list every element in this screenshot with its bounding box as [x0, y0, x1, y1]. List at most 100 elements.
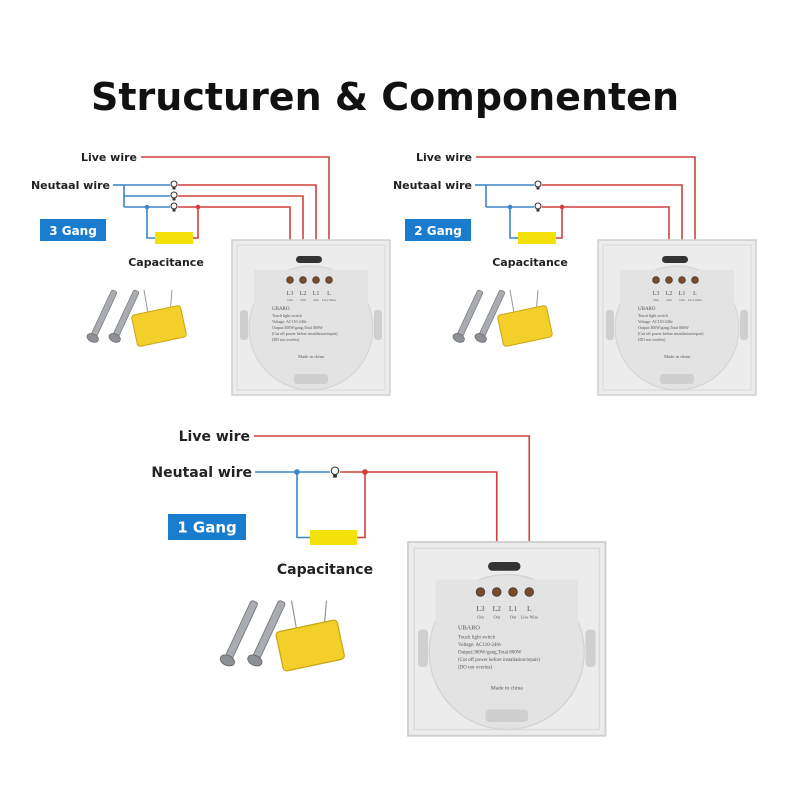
- capacitor-component: [131, 289, 187, 347]
- screw-icon: [219, 600, 258, 667]
- terminal-label: L2: [300, 291, 307, 297]
- spec-line: Output:300W/gang,Total 800W: [638, 325, 689, 331]
- made-in-label: Made in china: [664, 354, 690, 359]
- spec-line: Voltage: AC110-240v: [458, 643, 502, 648]
- gang-label: 3 Gang: [49, 224, 97, 238]
- screw-icon: [474, 289, 506, 343]
- live-wire-label: Live wire: [81, 151, 137, 164]
- terminal-screw: [475, 587, 486, 597]
- gang-label: 1 Gang: [177, 519, 237, 537]
- brand-label: UBARO: [638, 307, 656, 312]
- junction-dot: [507, 204, 513, 210]
- terminal-sublabel: Out: [300, 298, 305, 302]
- live-wire: [141, 156, 330, 280]
- terminal-label: L3: [287, 291, 294, 297]
- capacitor-symbol: [155, 232, 193, 244]
- spec-line: Output:300W/gang,Total 800W: [272, 325, 323, 331]
- terminal-screw: [652, 276, 660, 284]
- screw-icon: [108, 289, 140, 343]
- capacitor-symbol: [310, 530, 357, 545]
- gang-badge: [168, 514, 246, 540]
- made-in-label: Made in china: [491, 686, 524, 692]
- spec-line: Touch light switch: [638, 313, 668, 318]
- terminal-screw: [299, 276, 307, 284]
- terminal-label: L3: [476, 604, 485, 613]
- terminal-label: L: [527, 604, 532, 613]
- terminal-sublabel: Out: [653, 298, 658, 302]
- screws-and-capacitor: [219, 600, 345, 672]
- junction-dot: [144, 204, 150, 210]
- terminal-screw: [508, 587, 518, 597]
- capacitor-symbol: [518, 232, 556, 244]
- bulb-icon: [170, 180, 178, 190]
- live-wire: [476, 156, 696, 280]
- capacitance-label: Capacitance: [277, 562, 373, 578]
- terminal-screw: [312, 276, 320, 284]
- spec-line: Voltage: AC110-240v: [638, 319, 673, 324]
- spec-line: (DO not overlea): [272, 337, 300, 342]
- terminal-label: L1: [313, 291, 320, 297]
- screw-icon: [452, 289, 484, 343]
- made-in-label: Made in china: [298, 354, 324, 359]
- terminal-label: L1: [679, 291, 686, 297]
- terminal-label: L2: [493, 604, 502, 613]
- neutral-wire-label: Neutaal wire: [393, 179, 472, 192]
- terminal-sublabel: Out: [679, 298, 684, 302]
- terminal-sublabel: Out: [477, 614, 484, 619]
- terminal-screw: [524, 587, 534, 597]
- bulb-icon: [534, 180, 542, 190]
- terminal-screw: [691, 276, 699, 284]
- spec-line: Touch light switch: [272, 313, 302, 318]
- terminal-screw: [286, 276, 294, 284]
- bulb-icon: [534, 202, 542, 212]
- junction-dot: [195, 204, 201, 210]
- bulb-icon: [330, 466, 340, 478]
- capacitance-label: Capacitance: [128, 256, 204, 269]
- terminal-sublabel: Out: [313, 298, 318, 302]
- junction-dot: [559, 204, 565, 210]
- live-wire: [254, 435, 531, 592]
- spec-line: (DO not overlea): [638, 337, 666, 342]
- neutral-wire-label: Neutaal wire: [31, 179, 110, 192]
- terminal-label: L3: [653, 291, 660, 297]
- live-wire-label: Live wire: [179, 429, 250, 445]
- junction-dot: [362, 469, 368, 475]
- terminal-label: L1: [509, 604, 518, 613]
- live-wire-label: Live wire: [416, 151, 472, 164]
- brand-label: UBARO: [458, 625, 480, 632]
- spec-line: (Cut off power before installation/repai…: [272, 331, 338, 336]
- terminal-sublabel: Out: [666, 298, 671, 302]
- spec-line: (DO not overlea): [458, 665, 492, 670]
- capacitor-component: [497, 289, 553, 347]
- gang-label: 2 Gang: [414, 224, 462, 238]
- screws-and-capacitor: [452, 289, 553, 347]
- capacitor-component: [275, 600, 345, 672]
- spec-line: (Cut off power before installation/repai…: [458, 658, 540, 663]
- gang-badge: [405, 219, 471, 241]
- spec-line: Touch light switch: [458, 635, 496, 640]
- terminal-screw: [678, 276, 686, 284]
- junction-dot: [294, 469, 300, 475]
- spec-line: (Cut off power before installation/repai…: [638, 331, 704, 336]
- capacitance-label: Capacitance: [492, 256, 568, 269]
- terminal-sublabel: Live Wire: [520, 614, 538, 619]
- terminal-screw: [325, 276, 333, 284]
- terminal-label: L: [327, 291, 331, 297]
- neutral-wire-label: Neutaal wire: [151, 465, 252, 481]
- terminal-screw: [491, 587, 502, 597]
- screw-icon: [86, 289, 118, 343]
- terminal-screw: [665, 276, 673, 284]
- spec-line: Voltage: AC110-240v: [272, 319, 307, 324]
- terminal-sublabel: Live Wire: [688, 298, 703, 302]
- terminal-sublabel: Out: [510, 614, 517, 619]
- bulb-icon: [170, 202, 178, 212]
- screw-icon: [247, 600, 286, 667]
- spec-line: Output:300W/gang,Total 800W: [458, 650, 522, 655]
- terminal-label: L: [693, 291, 697, 297]
